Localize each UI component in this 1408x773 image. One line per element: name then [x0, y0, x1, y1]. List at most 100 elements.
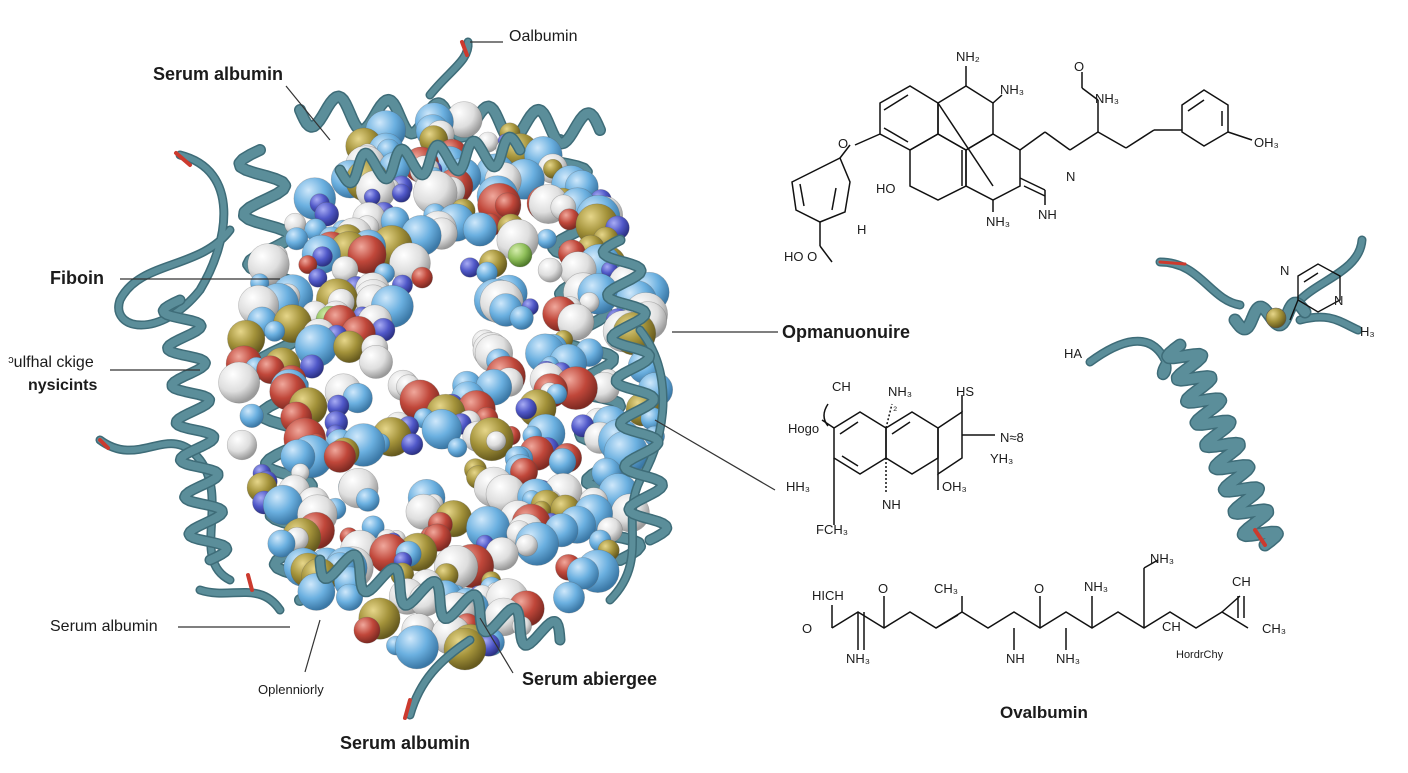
- label-serum-albumin-top: Serum albumin: [153, 64, 284, 84]
- s3-o-b: O: [1034, 581, 1045, 596]
- atom-blue: [447, 437, 468, 458]
- helix-ha: HA: [1064, 346, 1083, 361]
- leader-lower-right: [654, 419, 776, 491]
- label-opmanuonuire: Opmanuonuire: [782, 322, 911, 342]
- chain-terminus-3: [98, 438, 110, 450]
- atom-olive: [443, 627, 487, 671]
- pyrazine-ring: [1289, 263, 1341, 321]
- atom-violet: [308, 268, 328, 288]
- helix-n2: N: [1334, 293, 1344, 308]
- s2-hogo: Hogo: [788, 421, 820, 436]
- chemical-structure-3: [831, 559, 1249, 650]
- atom-white: [218, 361, 261, 404]
- ribbon-front: [95, 37, 673, 720]
- chain-terminus-0: [174, 151, 192, 167]
- s1-o-chain: O: [1074, 59, 1085, 74]
- leader-oplenniorly: [304, 619, 321, 673]
- ribbon-helix-front-1: [159, 296, 231, 564]
- atom-red: [323, 440, 357, 473]
- chemical-structure-2: [821, 395, 995, 525]
- s3-o-a: O: [878, 581, 889, 596]
- s1-nh3-b: NH₃: [986, 214, 1011, 229]
- s3-ch-right: CH: [1232, 574, 1251, 589]
- chain-terminus-1: [460, 40, 469, 57]
- s2-ch: CH: [832, 379, 851, 394]
- s2-oh3: OH₃: [942, 479, 967, 494]
- helix-n1: N: [1280, 263, 1290, 278]
- s1-ho-o: HO O: [784, 249, 818, 264]
- s1-nh3-chain: NH₃: [1095, 91, 1120, 106]
- atom-blue: [394, 625, 439, 670]
- s1-nh: NH: [1038, 207, 1057, 222]
- ribbon-loop-left: [97, 437, 233, 583]
- s1-h: H: [857, 222, 867, 237]
- atom-blue: [421, 409, 462, 450]
- helix-loop-h3: [1297, 314, 1361, 333]
- s2-hh3: HH₃: [786, 479, 811, 494]
- ribbon-loop-bottom: [407, 637, 473, 718]
- s1-n: N: [1066, 169, 1076, 184]
- s1-oh3: OH₃: [1254, 135, 1279, 150]
- atom-blue: [509, 305, 534, 330]
- helix-main: [1162, 340, 1283, 550]
- helix-h3: H₃: [1360, 324, 1375, 339]
- s1-nh2-top: NH₂: [956, 49, 980, 64]
- s3-nh3-bot2: NH₃: [1056, 651, 1081, 666]
- ribbon-helix-front-2: [599, 236, 671, 544]
- label-serum-abiergee: Serum abiergee: [522, 669, 658, 689]
- label-oalbumin: Oalbumin: [509, 28, 578, 45]
- atom-blue: [239, 403, 264, 428]
- helix-fragment: [1085, 235, 1367, 552]
- s3-nh3-top: NH₃: [1150, 551, 1175, 566]
- atom-blue: [548, 447, 577, 476]
- helix-loop-right: [1297, 237, 1365, 303]
- atom-violet: [391, 183, 411, 203]
- s3-nh3-a: NH₃: [1084, 579, 1109, 594]
- s2-ne: N≈8: [1000, 430, 1024, 445]
- s3-ch3-a: CH₃: [934, 581, 959, 596]
- atom-white: [486, 430, 507, 452]
- label-oplenniorly: Oplenniorly: [258, 682, 324, 697]
- s3-ch-mid: CH: [1162, 619, 1181, 634]
- atom-blue: [355, 487, 380, 512]
- s3-nh3-bot: NH₃: [846, 651, 871, 666]
- s3-ch3-right: CH₃: [1262, 621, 1287, 636]
- label-ovalbumin: Ovalbumin: [1000, 703, 1088, 722]
- atom-violet: [401, 433, 424, 456]
- atom-blue: [267, 529, 296, 558]
- s2-hs: HS: [956, 384, 975, 399]
- atom-violet: [312, 246, 333, 267]
- atom-violet: [515, 397, 538, 420]
- atom-white: [359, 344, 393, 379]
- ribbon-loop-bottom-left: [197, 587, 283, 613]
- helix-terminus: [1253, 528, 1267, 547]
- atom-red: [298, 255, 318, 275]
- chain-terminus-2: [403, 698, 412, 720]
- ribbon-helix-front-3: [316, 550, 564, 650]
- ribbon-helix-front-4: [336, 133, 524, 187]
- label-fiboin: Fiboin: [50, 268, 104, 288]
- atom-white: [537, 257, 563, 283]
- s2-fch3: FCH₃: [816, 522, 849, 537]
- s3-o-left: O: [802, 621, 813, 636]
- atom-blue: [553, 581, 585, 614]
- atom-red: [353, 616, 381, 644]
- s1-ho: HO: [876, 181, 896, 196]
- s3-nh: NH: [1006, 651, 1025, 666]
- atom-blue: [264, 320, 286, 342]
- label-sulfhal-line2: nysicints: [28, 377, 98, 394]
- label-serum-albumin-left: Serum albumin: [50, 618, 158, 635]
- atom-white: [226, 429, 258, 461]
- atom-blue: [536, 228, 557, 249]
- s1-o-ring: O: [838, 136, 849, 151]
- ribbon-loop-left-top: [115, 152, 233, 328]
- atom-blue: [285, 227, 309, 251]
- s3-hordrchy: HordrChy: [1176, 649, 1224, 661]
- atom-blue: [566, 557, 599, 590]
- leader-lines: [110, 41, 778, 674]
- atom-blue: [335, 583, 364, 611]
- s2-s2: ₂: [893, 401, 898, 413]
- label-sulfhal-line1: ᵓulfhal ckige: [8, 354, 94, 371]
- leader-serum-abiergee: [479, 617, 514, 674]
